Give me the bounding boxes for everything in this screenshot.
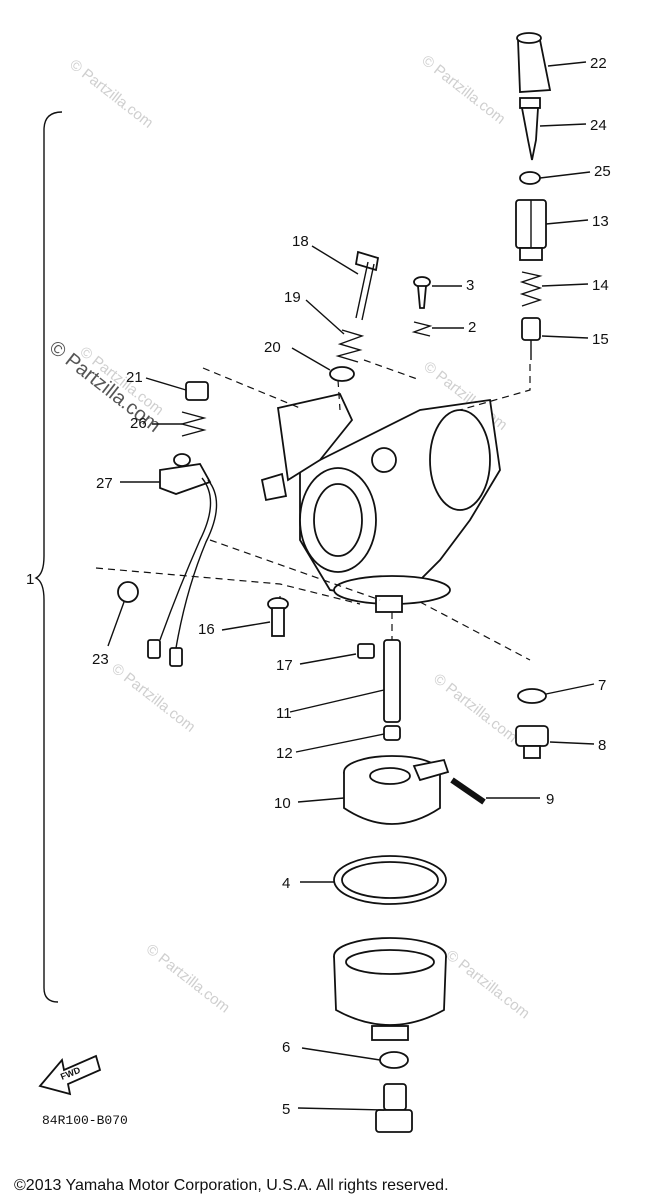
part-2-spring bbox=[411, 321, 433, 337]
callout-22: 22 bbox=[590, 55, 607, 72]
callout-15: 15 bbox=[592, 331, 609, 348]
callout-5: 5 bbox=[282, 1101, 290, 1118]
part-12-main-jet bbox=[383, 725, 401, 741]
watermark-large: © Partzilla.com bbox=[45, 337, 165, 437]
diagram-code: 84R100-B070 bbox=[42, 1113, 128, 1128]
callout-18: 18 bbox=[292, 233, 309, 250]
part-18-throttle-screw bbox=[354, 250, 380, 321]
part-8-needle-valve bbox=[515, 725, 549, 759]
callout-8: 8 bbox=[598, 737, 606, 754]
part-11-main-nozzle bbox=[383, 639, 401, 723]
callout-24: 24 bbox=[590, 117, 607, 134]
part-13-nut bbox=[515, 199, 547, 261]
watermark: © Partzilla.com bbox=[143, 941, 233, 1017]
callout-23: 23 bbox=[92, 651, 109, 668]
callout-25: 25 bbox=[594, 163, 611, 180]
part-25-clip bbox=[519, 171, 541, 185]
carburetor-body bbox=[260, 392, 501, 613]
copyright-notice: ©2013 Yamaha Motor Corporation, U.S.A. A… bbox=[14, 1177, 449, 1194]
callout-14: 14 bbox=[592, 277, 609, 294]
part-9-float-pin bbox=[450, 777, 486, 805]
callout-20: 20 bbox=[264, 339, 281, 356]
callout-2: 2 bbox=[468, 319, 476, 336]
assembly-brace: 1 bbox=[26, 111, 63, 1003]
callout-labels: 22 24 25 13 18 3 14 19 2 15 20 21 26 27 … bbox=[92, 55, 611, 1118]
part-21-nut bbox=[185, 381, 209, 401]
part-14-spring bbox=[519, 271, 543, 307]
part-20-washer bbox=[329, 366, 355, 382]
callout-9: 9 bbox=[546, 791, 554, 808]
callout-21: 21 bbox=[126, 369, 143, 386]
part-24-needle bbox=[519, 97, 541, 161]
guide-lines bbox=[95, 359, 531, 661]
callout-12: 12 bbox=[276, 745, 293, 762]
callout-4: 4 bbox=[282, 875, 290, 892]
part-7-gasket bbox=[517, 688, 547, 704]
watermark: © Partzilla.com bbox=[443, 947, 533, 1023]
part-4-gasket bbox=[333, 855, 447, 905]
watermark: © Partzilla.com bbox=[108, 660, 198, 736]
part-27-bracket bbox=[159, 453, 212, 495]
part-5-drain-screw bbox=[375, 1083, 413, 1133]
leader-lines bbox=[107, 61, 595, 1111]
watermark: © Partzilla.com bbox=[430, 670, 520, 746]
callout-16: 16 bbox=[198, 621, 215, 638]
watermark: © Partzilla.com bbox=[45, 337, 165, 437]
part-15-plunger bbox=[521, 317, 541, 360]
callout-10: 10 bbox=[274, 795, 291, 812]
part-3-screw bbox=[413, 276, 431, 309]
callout-1: 1 bbox=[26, 571, 34, 588]
callout-13: 13 bbox=[592, 213, 609, 230]
callout-27: 27 bbox=[96, 475, 113, 492]
watermark: © Partzilla.com bbox=[66, 56, 156, 132]
callout-19: 19 bbox=[284, 289, 301, 306]
callout-11: 11 bbox=[276, 705, 292, 722]
callout-7: 7 bbox=[598, 677, 606, 694]
part-17-screw bbox=[357, 643, 375, 659]
callout-26: 26 bbox=[130, 415, 147, 432]
part-26-spring bbox=[179, 411, 207, 437]
part-10-float bbox=[343, 755, 450, 825]
callout-17: 17 bbox=[276, 657, 293, 674]
fwd-arrow-icon: FWD bbox=[38, 1054, 102, 1096]
watermark: © Partzilla.com bbox=[418, 52, 508, 128]
part-23-wire-harness bbox=[117, 477, 218, 667]
part-6-washer bbox=[379, 1051, 409, 1069]
part-19-spring bbox=[335, 329, 365, 363]
part-16-screw bbox=[267, 597, 289, 637]
watermark-layer: © Partzilla.com © Partzilla.com © Partzi… bbox=[66, 52, 533, 1023]
callout-6: 6 bbox=[282, 1039, 290, 1056]
callout-3: 3 bbox=[466, 277, 474, 294]
part-22-cap bbox=[516, 32, 552, 93]
float-bowl bbox=[333, 937, 447, 1041]
